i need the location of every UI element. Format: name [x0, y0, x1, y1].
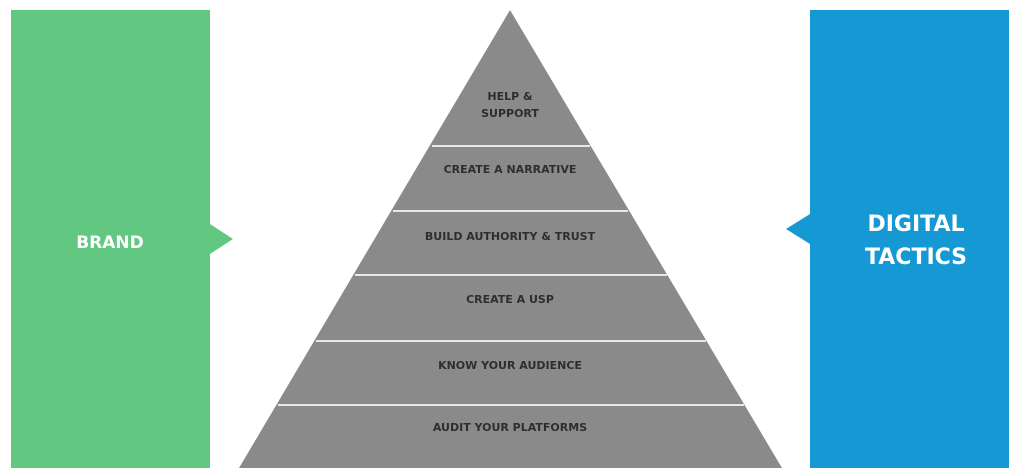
- brand-panel: BRAND: [11, 10, 233, 468]
- pyramid-body: [239, 10, 782, 468]
- level-know-your-audience: KNOW YOUR AUDIENCE: [438, 359, 582, 372]
- brand-arrow-right-icon: [210, 224, 233, 254]
- digital-tactics-arrow-left-icon: [786, 214, 810, 244]
- level-create-a-usp: CREATE A USP: [466, 293, 554, 306]
- level-audit-your-platforms: AUDIT YOUR PLATFORMS: [433, 421, 587, 434]
- digital-tactics-label-line-1: DIGITAL: [867, 212, 964, 237]
- digital-tactics-label-line-2: TACTICS: [865, 245, 967, 270]
- level-help-support-line-1: HELP &: [487, 90, 533, 103]
- pyramid: HELP & SUPPORT CREATE A NARRATIVE BUILD …: [239, 10, 782, 468]
- brand-panel-box: [11, 10, 210, 468]
- digital-tactics-panel: DIGITAL TACTICS: [786, 10, 1009, 468]
- digital-tactics-panel-box: [810, 10, 1009, 468]
- brand-label: BRAND: [76, 233, 144, 253]
- level-create-a-narrative: CREATE A NARRATIVE: [444, 163, 577, 176]
- level-build-authority-trust: BUILD AUTHORITY & TRUST: [425, 230, 596, 243]
- level-help-support-line-2: SUPPORT: [481, 107, 539, 120]
